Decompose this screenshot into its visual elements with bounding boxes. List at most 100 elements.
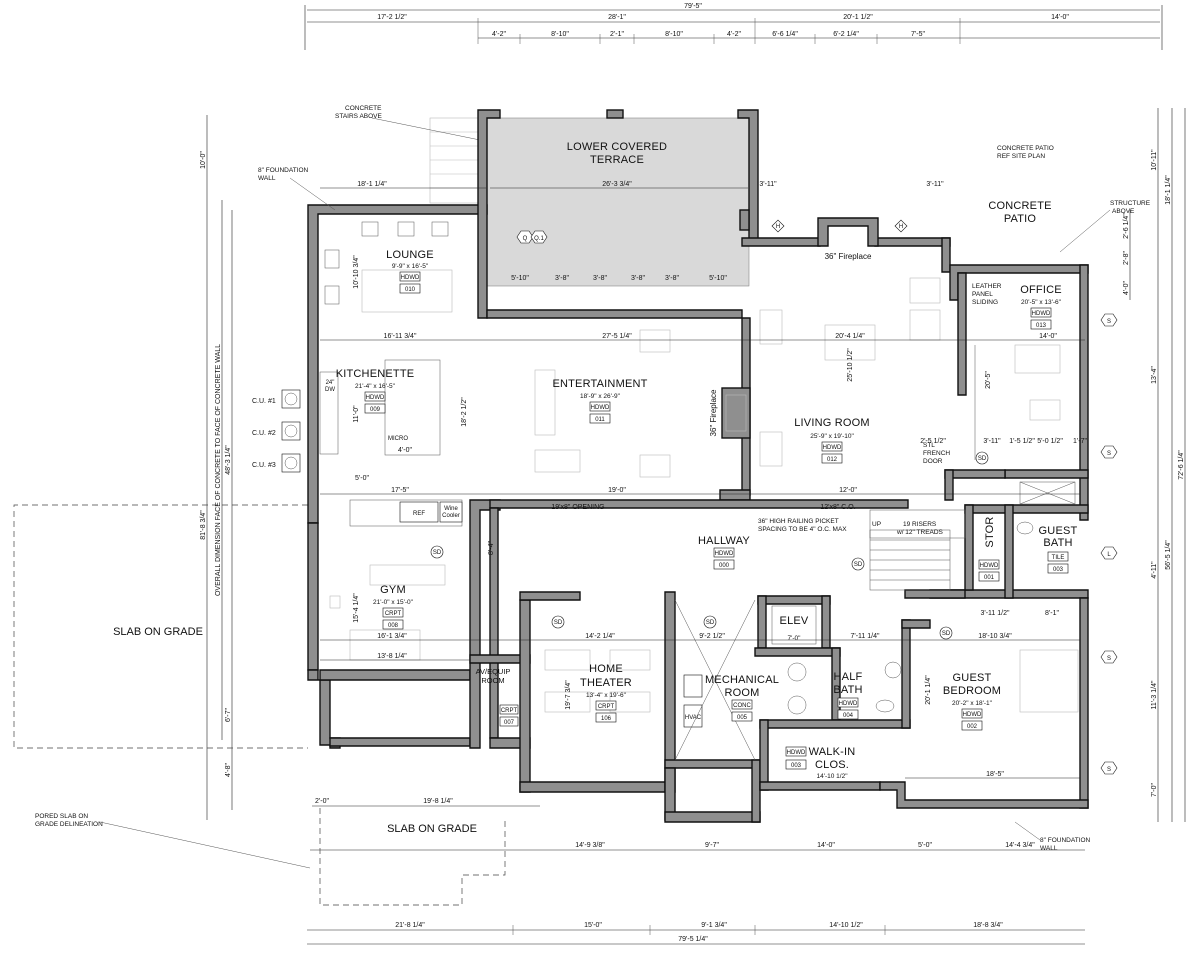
dim-bottom-r2: 9'-7" (705, 842, 719, 849)
office-size: 20'-5" x 13'-6" (1021, 299, 1062, 306)
walkin-name-2: CLOS. (815, 759, 849, 771)
dim-lounge-2: 17'-5" (391, 487, 409, 494)
slab-on-grade-outline: SLAB ON GRADE SLAB ON GRADE PORED SLAB O… (13, 504, 506, 906)
theater-num: 106 (601, 716, 612, 722)
tag-s-3: S (1107, 656, 1111, 662)
cu-2-label: C.U. #2 (252, 430, 276, 437)
theater-floor: CRPT (598, 704, 615, 710)
lounge-name: LOUNGE (386, 249, 434, 261)
guestbath-name-2: BATH (1043, 537, 1072, 549)
inner-dimensions: 18'-1 1/4" 3'-11" 3'-11" 16'-11 3/4" 27'… (320, 181, 1087, 779)
dim-bottom-e: 18'-8 3/4" (973, 922, 1003, 929)
dim-lounge-top: 18'-1 1/4" (357, 181, 387, 188)
sd-living: SD (978, 456, 987, 462)
leather-note-2: PANEL (972, 291, 993, 298)
dim-right-c1: 10'-11" (1151, 149, 1158, 171)
tag-s-4: S (1107, 767, 1111, 773)
dim-top-e3: 2'-1" (610, 31, 624, 38)
dim-s1: 2'-5 1/2" (920, 438, 946, 445)
dim-liv-vert: 25'-10 1/2" (847, 348, 854, 382)
co-label: 12'x8" C.O. (820, 504, 855, 511)
dim-gym-left: 2'-0" (315, 798, 329, 805)
sd-theater: SD (554, 620, 563, 626)
dim-mech-1: 9'-2 1/2" (699, 633, 725, 640)
dim-top-b: 28'-1" (608, 14, 626, 21)
stl-note-3: DOOR (923, 458, 943, 465)
dim-t1: 3'-11" (759, 181, 777, 188)
office-num: 013 (1036, 323, 1047, 329)
stairs-note-1: CONCRETE (345, 105, 382, 112)
sd-mech: SD (706, 620, 715, 626)
entertainment-floor: HDWD (591, 405, 610, 411)
tag-s-1: S (1107, 319, 1111, 325)
railing-note-1: 36" HIGH RAILING PICKET (758, 518, 839, 525)
lounge-floor: HDWD (401, 275, 420, 281)
hvac-label: HVAC (685, 715, 702, 721)
entertainment-name: ENTERTAINMENT (552, 378, 647, 390)
dim-right-c5: 7'-0" (1151, 783, 1158, 797)
walkin-size: 14'-10 1/2" (816, 773, 848, 780)
dim-left-b: 10'-0" (200, 151, 207, 169)
dim-bottom-r4: 5'-0" (918, 842, 932, 849)
dim-gym-2: 13'-8 1/4" (377, 653, 407, 660)
structure-note-2: ABOVE (1112, 208, 1135, 215)
avequip-num: 007 (504, 720, 515, 726)
dim-bottom-b: 15'-0" (584, 922, 602, 929)
dw-label-2: DW (325, 387, 335, 393)
guestbed-num: 002 (967, 724, 978, 730)
dim-gb-2: 18'-5" (986, 771, 1004, 778)
elevator-size: 7'-0" (788, 635, 802, 642)
foundation-walls (307, 109, 1089, 823)
stl-note-1: STL (923, 442, 935, 449)
dim-th-vert: 19'-7 3/4" (565, 680, 572, 710)
elevator-name: ELEV (780, 615, 809, 627)
living-room-size: 25'-9" x 19'-10" (810, 433, 854, 440)
hallway-name: HALLWAY (698, 535, 750, 547)
dim-bottom-r5: 14'-4 3/4" (1005, 842, 1035, 849)
stairs-note-2: STAIRS ABOVE (335, 113, 383, 120)
up-arrow-label: UP (872, 521, 881, 528)
dim-k-2: 5'-0" (355, 475, 369, 482)
dim-bottom-c: 9'-1 3/4" (701, 922, 727, 929)
dim-top-e2: 8'-10" (551, 31, 569, 38)
dim-k-vert: 11'-0" (353, 405, 360, 423)
theater-size: 13'-4" x 19'-6" (586, 692, 627, 699)
dim-right-d3: 4'-0" (1123, 281, 1130, 295)
micro-label: MICRO (388, 436, 408, 442)
dim-l-vert: 10'-10 3/4" (353, 255, 360, 289)
dim-right-a: 18'-1 1/4" (1165, 175, 1172, 205)
dim-hall-vert: 8'-4" (488, 541, 495, 555)
office-name: OFFICE (1020, 284, 1062, 296)
symbol-tags: H H Q Q.1 S S L S S SD SD SD SD SD SD (430, 219, 1118, 775)
dim-s4: 5'-0 1/2" (1037, 438, 1063, 445)
patio-name-2: PATIO (1004, 213, 1037, 225)
living-room-name: LIVING ROOM (794, 417, 870, 429)
left-dimensions: 10'-0" OVERALL DIMENSION FACE OF CONCRET… (200, 115, 233, 820)
mechanical-name-1: MECHANICAL (705, 674, 779, 686)
found-br-note-1: 8" FOUNDATION (1040, 837, 1091, 844)
guestbed-name-1: GUEST (953, 672, 992, 684)
dim-liv-2: 12'-0" (839, 487, 857, 494)
dim-gym-1: 16'-1 3/4" (377, 633, 407, 640)
tag-l: L (1107, 552, 1111, 558)
pored-note-1: PORED SLAB ON (35, 813, 88, 820)
guestbath-num: 003 (1053, 567, 1064, 573)
dim-liv-1: 20'-4 1/4" (835, 333, 865, 340)
cu-3-label: C.U. #3 (252, 462, 276, 469)
dim-top-e4: 8'-10" (665, 31, 683, 38)
patio-ref-1: CONCRETE PATIO (997, 145, 1054, 152)
dim-g3: 3'-8" (631, 275, 645, 282)
guestbath-floor: TILE (1052, 555, 1065, 561)
sd-gym: SD (433, 550, 442, 556)
avequip-name-2: ROOM (481, 676, 504, 685)
tag-h-2: H (899, 224, 903, 230)
dim-top-e5: 4'-2" (727, 31, 741, 38)
gym-num: 008 (388, 623, 399, 629)
dim-right-b: 56'-5 1/4" (1165, 540, 1172, 570)
tag-q: Q (523, 236, 528, 242)
theater-name-2: THEATER (580, 677, 632, 689)
dim-ent-2: 19'-0" (608, 487, 626, 494)
terrace-name-1: LOWER COVERED (567, 141, 667, 153)
guestbath-name-1: GUEST (1039, 525, 1078, 537)
dim-left-d: 4'-8" (225, 763, 232, 777)
